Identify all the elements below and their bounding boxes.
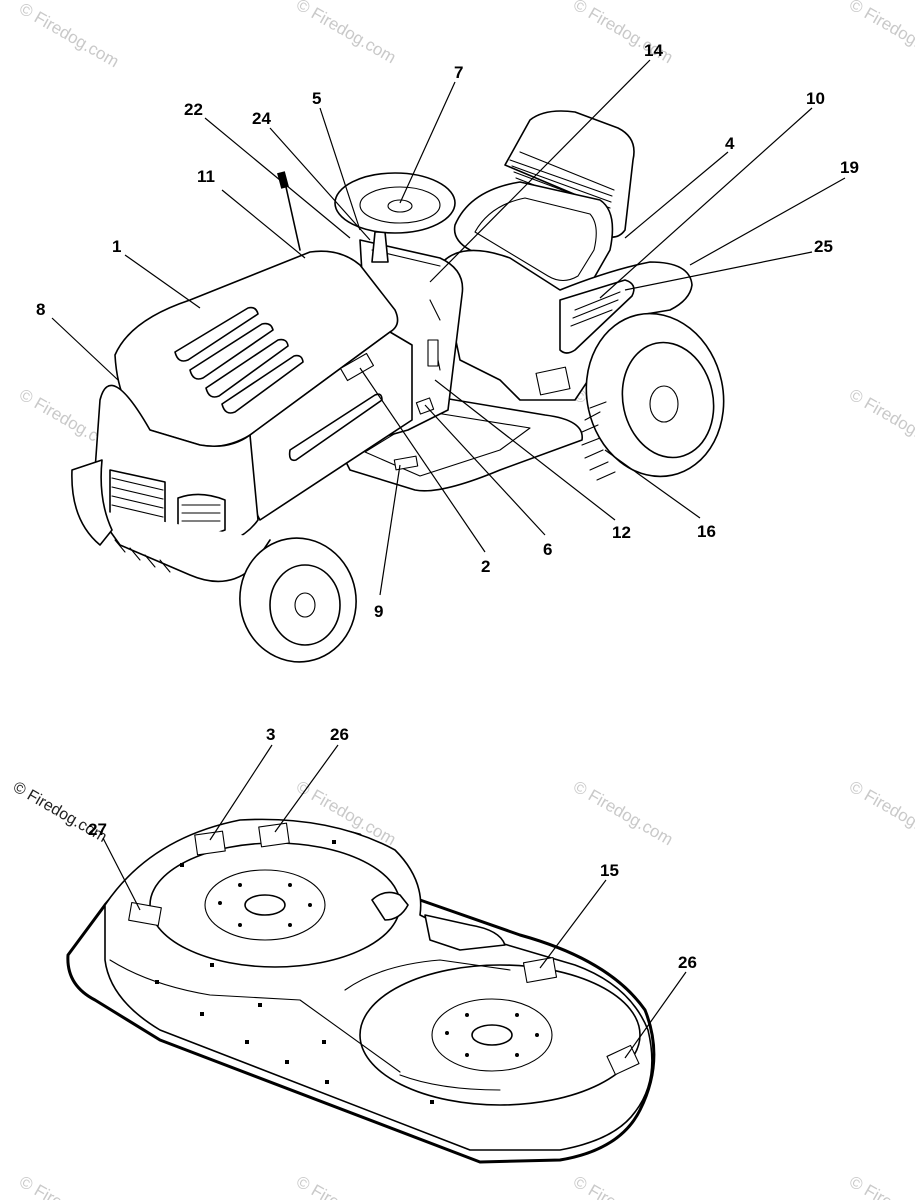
- fender-side-decal: [535, 366, 571, 396]
- right-spindle-hub: [471, 1024, 513, 1046]
- dash-decal: [427, 339, 439, 367]
- watermark-text: © Firedog.com: [570, 1172, 676, 1200]
- lift-lever: [283, 177, 301, 251]
- fender-decal-panel: [559, 279, 635, 354]
- seat-back-stripes: [509, 151, 615, 215]
- callout-label: 14: [644, 41, 663, 60]
- front-wheel-hub: [294, 592, 316, 618]
- callout-label: 5: [312, 89, 321, 108]
- right-spindle-bolts: [445, 1013, 539, 1057]
- callout-label: 10: [806, 89, 825, 108]
- callout-label: 24: [252, 109, 271, 128]
- deck-bolt-holes: [155, 840, 434, 1104]
- callout-label: 27: [88, 820, 107, 839]
- rear-wheel-rim: [621, 341, 715, 459]
- callout-label: 9: [374, 602, 383, 621]
- watermark-text: © Firedog.com: [16, 1172, 122, 1200]
- callout-label: 1: [112, 237, 121, 256]
- watermark-text: © Firedog.com: [846, 0, 915, 67]
- callout-label: 3: [266, 725, 275, 744]
- deck-decal-26a: [258, 822, 290, 848]
- callout-label: 16: [697, 522, 716, 541]
- callout-label: 12: [612, 523, 631, 542]
- hood-vents: [174, 306, 304, 414]
- watermark-text: © Firedog.com: [846, 1172, 915, 1200]
- callout-label: 25: [814, 237, 833, 256]
- rear-wheel-tread: [581, 401, 616, 481]
- callout-label: 19: [840, 158, 859, 177]
- callout-label: 8: [36, 300, 45, 319]
- mower-deck-illustration: [66, 818, 656, 1164]
- steering-wheel-cap: [387, 199, 413, 213]
- left-spindle-hub: [244, 894, 286, 916]
- belt-channel: [344, 959, 511, 1091]
- callout-label: 6: [543, 540, 552, 559]
- callout-label: 2: [481, 557, 490, 576]
- front-wheel-rim: [269, 564, 341, 646]
- left-spindle-bolts: [218, 883, 312, 927]
- left-front-wheel: [71, 459, 113, 546]
- idler-mount: [371, 891, 409, 921]
- watermark-text: © Firedog.com: [16, 0, 122, 71]
- callout-label: 22: [184, 100, 203, 119]
- deck-decal-26b: [606, 1044, 640, 1076]
- deck-decal-15: [522, 956, 558, 984]
- callout-label: 11: [197, 167, 215, 186]
- callout-label: 7: [454, 63, 463, 82]
- steering-column: [371, 231, 389, 263]
- callout-label: 4: [725, 134, 735, 153]
- callout-label: 26: [678, 953, 697, 972]
- callout-label: 26: [330, 725, 349, 744]
- callout-label: 15: [600, 861, 619, 880]
- deck-decal-27: [128, 901, 162, 927]
- seat-cushion-inner: [474, 197, 597, 282]
- discharge-chute: [424, 914, 506, 951]
- deck-decal-3: [194, 830, 226, 856]
- bumper-slots: [114, 539, 171, 573]
- tractor-leader-lines: [51, 59, 846, 596]
- watermark-text: © Firedog.com: [293, 0, 399, 67]
- deck-rib-front: [109, 959, 401, 1073]
- watermark-text: © Firedog.com: [570, 777, 676, 849]
- watermark-text: © Firedog.com: [846, 777, 915, 849]
- watermark-text: © Firedog.com: [293, 1172, 399, 1200]
- tractor-illustration: [71, 110, 725, 663]
- watermark-text: © Firedog.com: [846, 385, 915, 457]
- deck-leader-lines: [102, 744, 687, 1059]
- steering-wheel-inner: [359, 186, 441, 224]
- fender-decal-text: [570, 291, 621, 327]
- hood-side-decal: [339, 352, 375, 382]
- deck-callouts: 3 26 27 15 26: [88, 725, 697, 972]
- rear-wheel-hub: [649, 385, 679, 423]
- tractor-callouts: 1 8 11 22 24 5 7 14 10 4 19 25 2 6 12 16…: [36, 41, 859, 621]
